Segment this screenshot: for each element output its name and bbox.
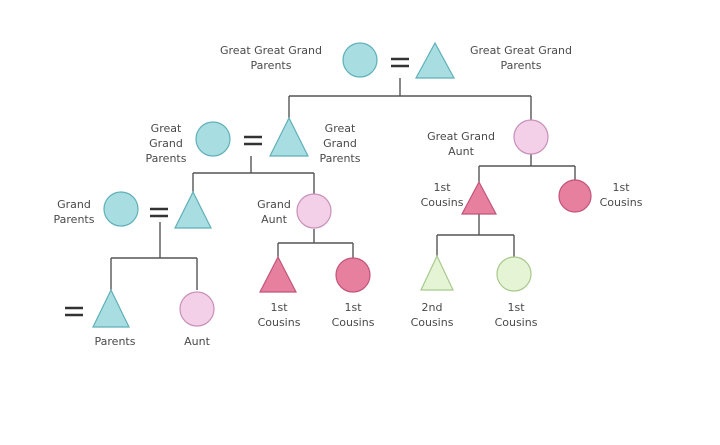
marriage-symbol-parents bbox=[65, 306, 83, 317]
label-second-cousins: 2nd Cousins bbox=[410, 301, 454, 329]
second-cousin-triangle bbox=[420, 254, 454, 291]
first-cousin-circle-e bbox=[496, 256, 532, 292]
label-first-cousins-a: 1st Cousins bbox=[257, 301, 301, 329]
great-great-grandmother-circle bbox=[342, 42, 378, 78]
label-great-grand-parents-right: Great Grand Parents bbox=[319, 122, 361, 165]
label-first-cousins-e: 1st Cousins bbox=[494, 301, 538, 329]
great-grandfather-triangle bbox=[269, 116, 309, 157]
label-first-cousins-c: 1st Cousins bbox=[420, 181, 464, 209]
grand-aunt-circle bbox=[296, 193, 332, 229]
marriage-symbol-great-grand bbox=[244, 135, 262, 146]
label-grand-aunt: Grand Aunt bbox=[257, 198, 291, 226]
label-great-great-grand-parents-right: Great Great Grand Parents bbox=[470, 44, 572, 72]
label-great-grand-parents-left: Great Grand Parents bbox=[145, 122, 187, 165]
great-grand-aunt-circle bbox=[513, 119, 549, 155]
first-cousin-triangle-a bbox=[259, 255, 297, 293]
marriage-symbols bbox=[65, 57, 409, 317]
great-great-grandfather-triangle bbox=[414, 41, 456, 79]
marriage-symbol-grand bbox=[150, 207, 168, 218]
label-first-cousins-d: 1st Cousins bbox=[599, 181, 643, 209]
marriage-symbol-top bbox=[391, 57, 409, 68]
grandmother-circle bbox=[103, 191, 139, 227]
label-aunt: Aunt bbox=[184, 335, 210, 348]
label-great-great-grand-parents-left: Great Great Grand Parents bbox=[220, 44, 322, 72]
connector-lines bbox=[110, 78, 576, 290]
great-grandmother-circle bbox=[195, 121, 231, 157]
label-parents: Parents bbox=[94, 335, 136, 348]
label-great-grand-aunt: Great Grand Aunt bbox=[427, 130, 495, 158]
first-cousin-circle-b bbox=[335, 257, 371, 293]
label-grand-parents: Grand Parents bbox=[53, 198, 95, 226]
aunt-circle bbox=[179, 291, 215, 327]
parent-triangle bbox=[92, 288, 130, 328]
first-cousin-triangle-c bbox=[461, 180, 497, 215]
grandfather-triangle bbox=[174, 190, 212, 229]
label-first-cousins-b: 1st Cousins bbox=[331, 301, 375, 329]
first-cousin-circle-d bbox=[558, 179, 592, 213]
